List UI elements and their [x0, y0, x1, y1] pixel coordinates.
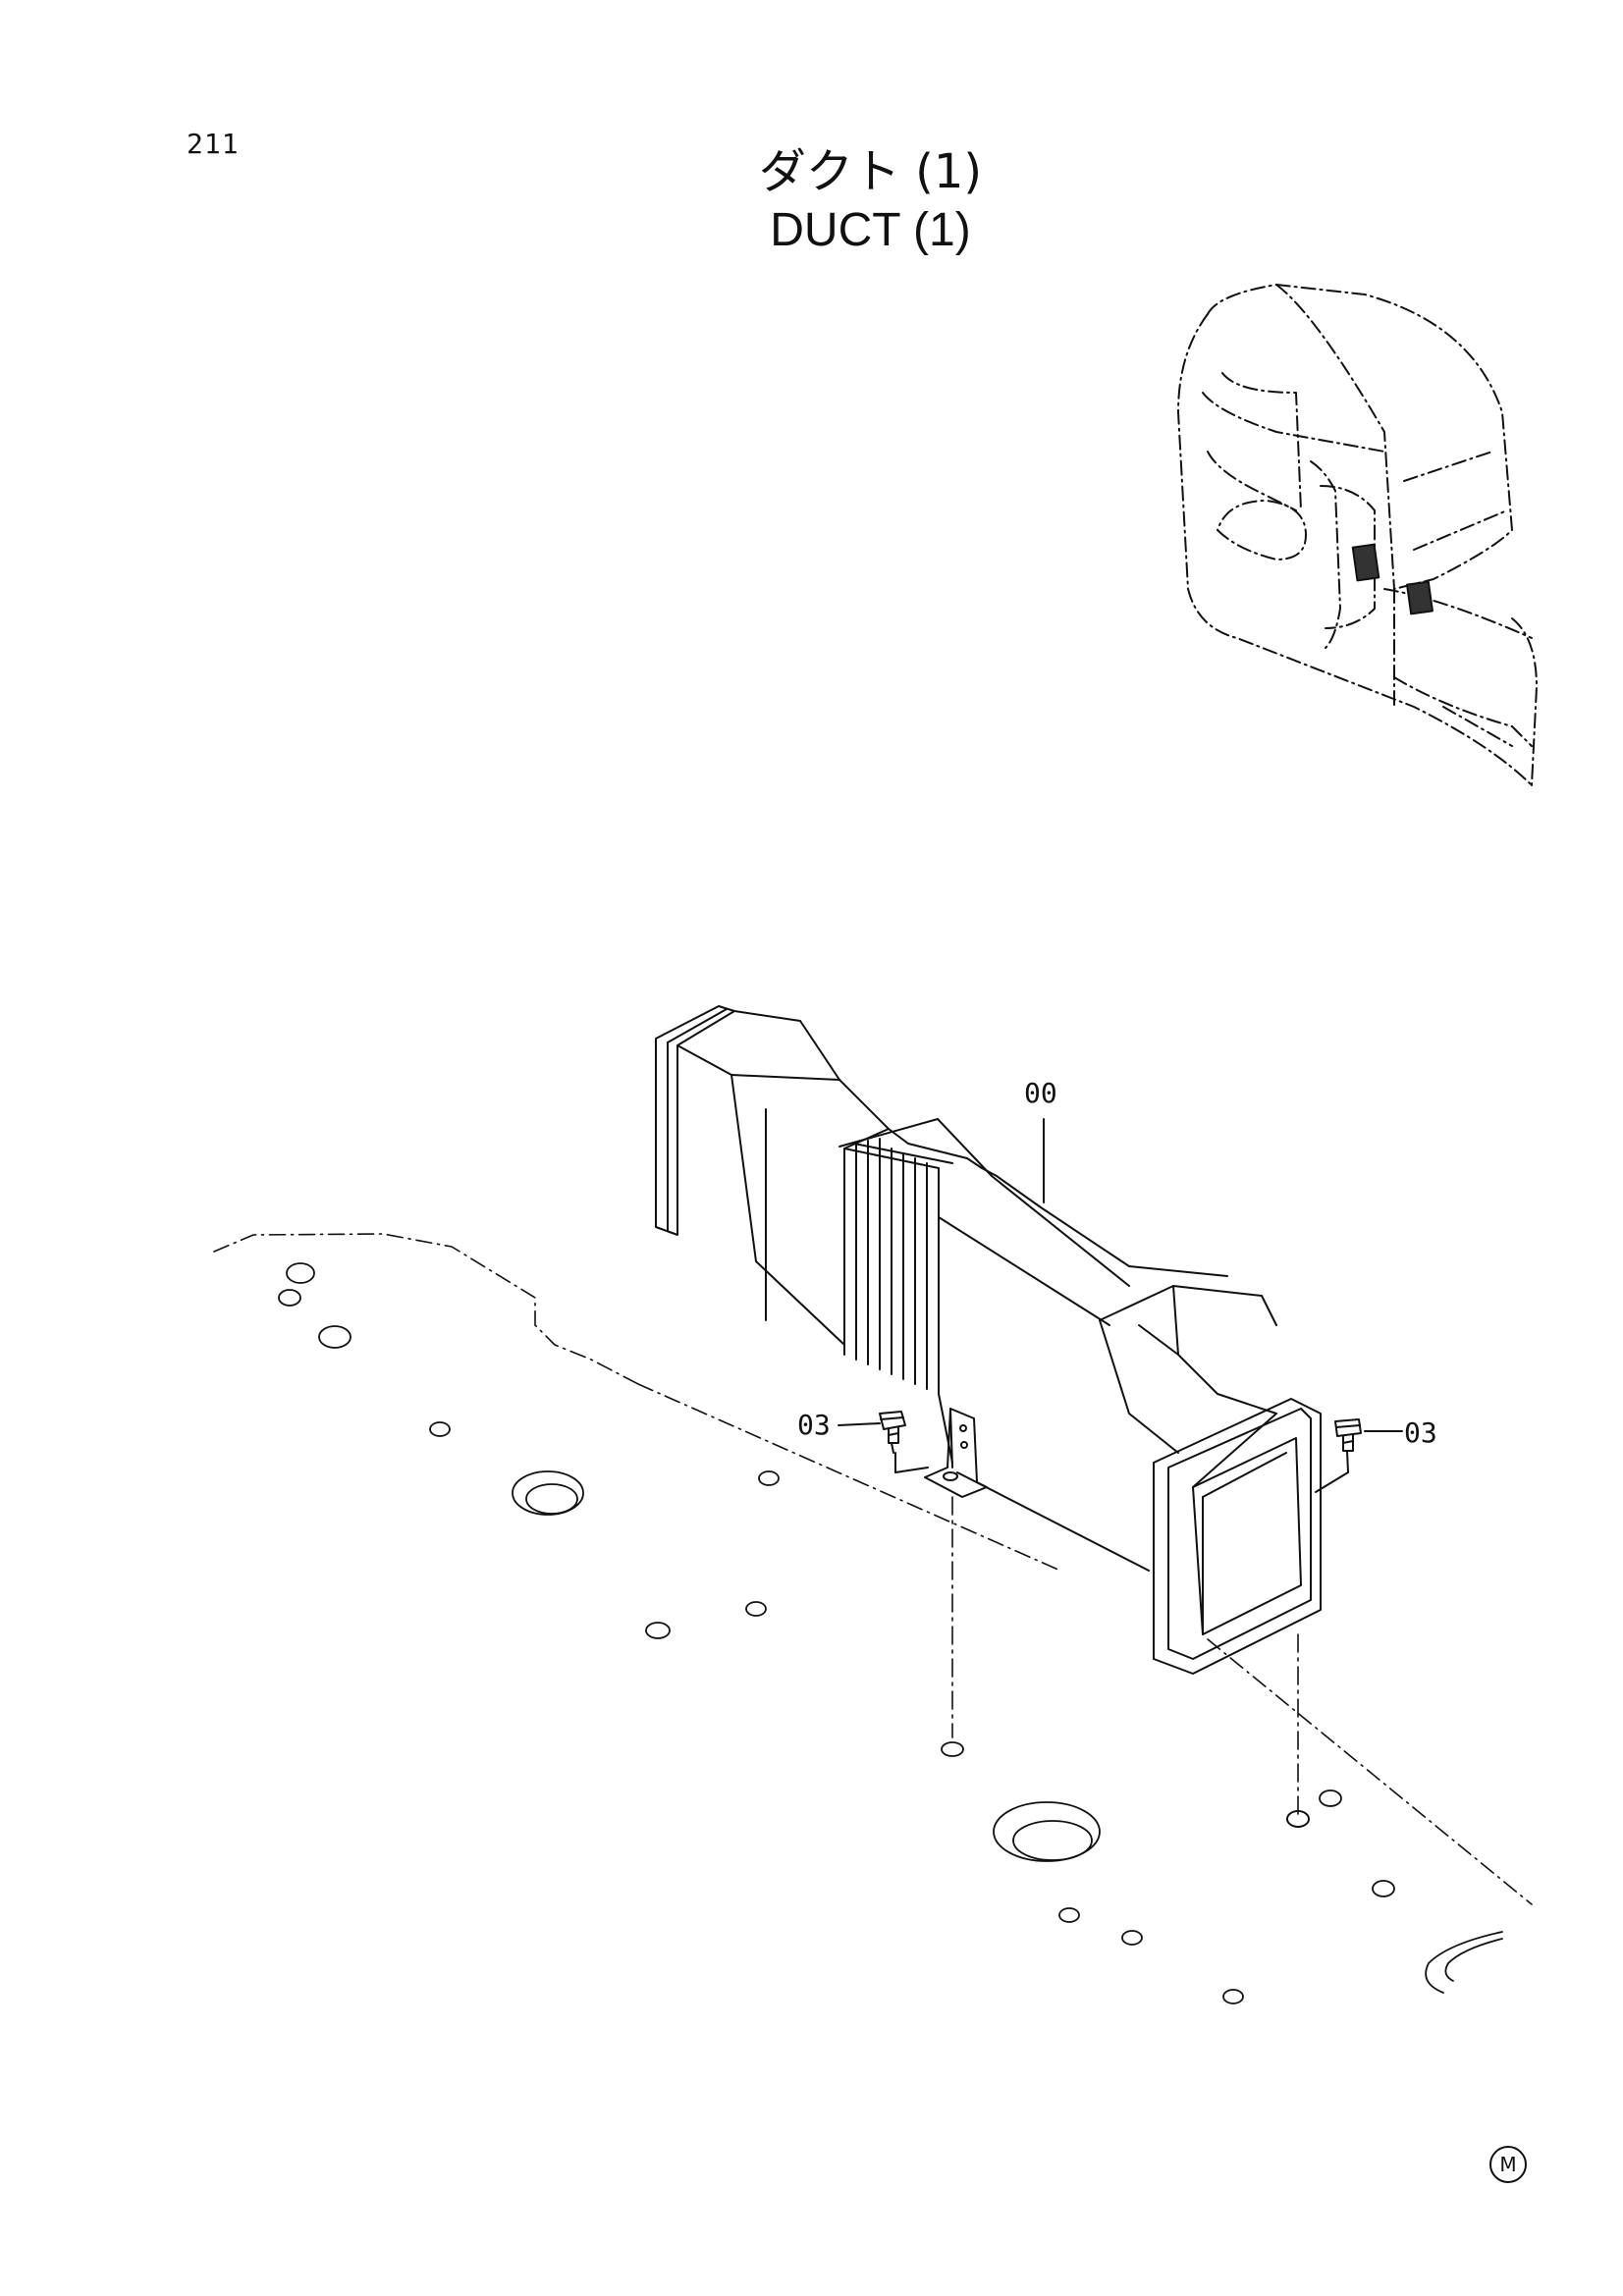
- callout-duct-label: 00: [1024, 1077, 1057, 1109]
- page-number: 211: [187, 128, 240, 160]
- page-title-jp: ダクト (1): [758, 144, 983, 199]
- title-block: ダクト (1) DUCT (1): [0, 142, 1623, 260]
- bolt-right-icon: [1315, 1418, 1362, 1493]
- cab-vent-markers: [1351, 543, 1434, 615]
- mounting-centerlines: [951, 1496, 1299, 1817]
- duct-assembly: [655, 1005, 1322, 1675]
- cab-overview: [1177, 284, 1538, 786]
- manufacturer-mark: M: [1489, 2146, 1527, 2183]
- callout-bolt-right-label: 03: [1404, 1416, 1437, 1449]
- page-title-en: DUCT (1): [770, 204, 971, 256]
- base-plate: [213, 1233, 1533, 1905]
- base-plate-holes: [278, 1262, 1503, 2004]
- callout-bolt-left-label: 03: [797, 1409, 831, 1441]
- bolt-left-icon: [879, 1411, 929, 1473]
- mounting-bracket: [924, 1408, 988, 1498]
- callout-leaders: [838, 1118, 1403, 1432]
